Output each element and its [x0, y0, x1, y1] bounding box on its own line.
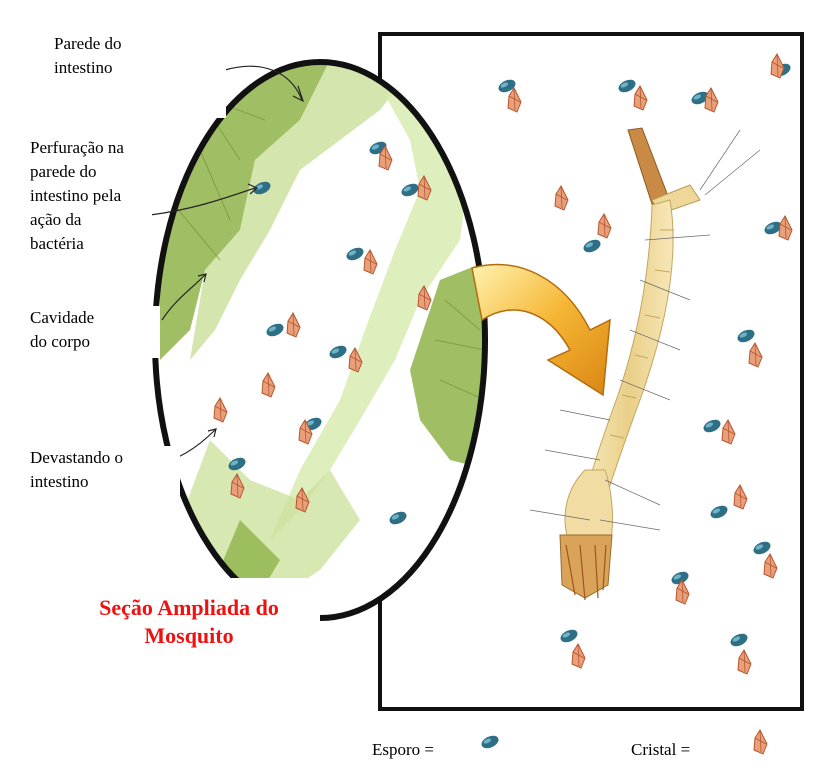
label-devastating: Devastando o intestino: [30, 446, 180, 498]
label-intestine-wall: Parede do intestino: [34, 22, 226, 118]
label-body-cavity: Cavidade do corpo: [30, 306, 160, 358]
legend-icons: [480, 730, 767, 754]
spore-legend-icon: [480, 733, 501, 751]
legend-crystal-label: Cristal =: [631, 740, 690, 760]
label-perforation: Perfuração na parede do intestino pela a…: [30, 136, 152, 256]
diagram-title: Seção Ampliada do Mosquito: [58, 578, 320, 698]
crystal-legend-icon: [754, 730, 767, 754]
legend-spore-label: Esporo =: [372, 740, 434, 760]
